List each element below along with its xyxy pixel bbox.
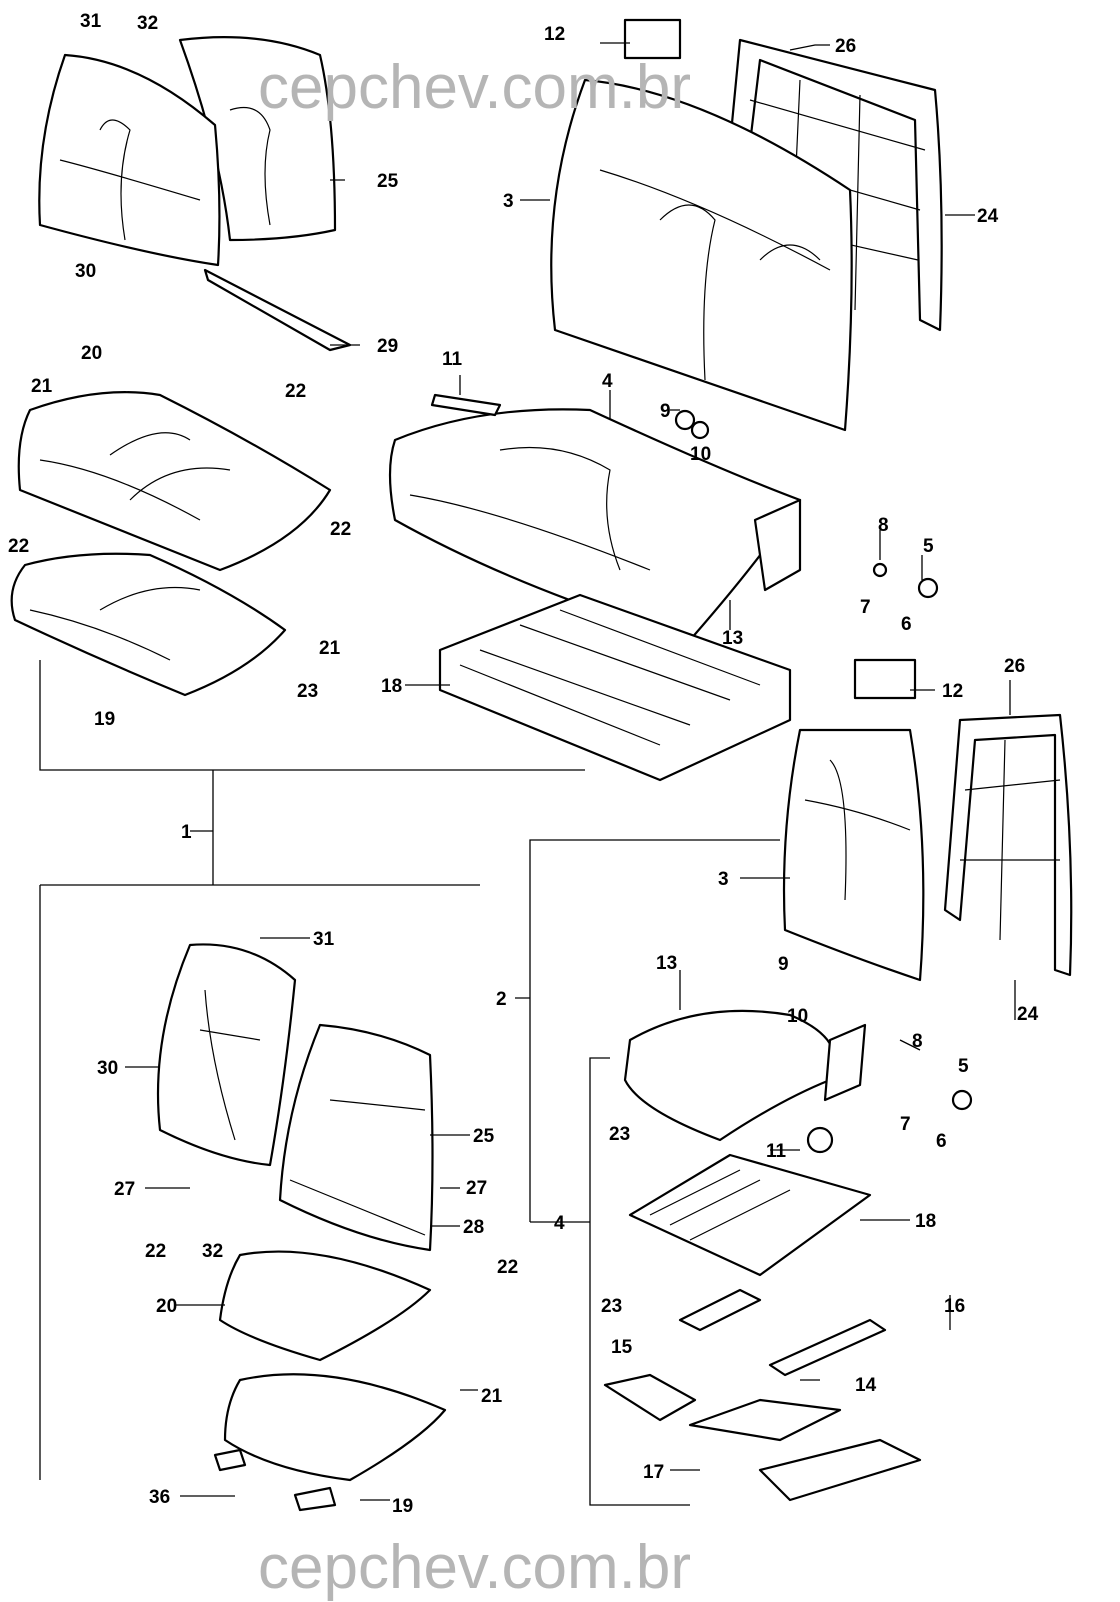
callout: 8: [878, 515, 889, 536]
callout: 11: [766, 1141, 787, 1162]
callout: 26: [835, 36, 856, 57]
callout: 21: [319, 638, 341, 659]
callout: 22: [8, 536, 29, 557]
callout: 22: [145, 1241, 166, 1262]
callout: 30: [97, 1058, 118, 1079]
callout: 1: [181, 822, 192, 843]
callout: 32: [137, 13, 158, 34]
top-left-cushions: [10, 391, 332, 697]
callout: 7: [860, 597, 871, 618]
callout: 23: [601, 1296, 622, 1317]
callout: 9: [778, 954, 789, 975]
callout: 21: [31, 376, 53, 397]
callout: 3: [718, 869, 729, 890]
callout: 4: [602, 371, 613, 392]
bottom-right-seat-assembly: [603, 658, 1073, 1502]
top-right-bench-assembly: [388, 18, 943, 782]
callout: 28: [463, 1217, 484, 1238]
watermark: cepchev.com.br cepchev.com.br: [258, 53, 691, 1602]
callout: 27: [114, 1179, 135, 1200]
callout: 6: [901, 614, 912, 635]
callout: 7: [900, 1114, 911, 1135]
callout: 6: [936, 1131, 947, 1152]
svg-text:cepchev.com.br: cepchev.com.br: [258, 1533, 691, 1602]
callout: 12: [544, 24, 565, 45]
callout: 19: [392, 1496, 413, 1517]
callout: 16: [944, 1296, 965, 1317]
callout: 20: [81, 343, 102, 364]
callout: 22: [497, 1257, 518, 1278]
callout: 3: [503, 191, 514, 212]
callout: 11: [442, 349, 463, 370]
callout: 31: [80, 11, 102, 32]
callout: 23: [609, 1124, 630, 1145]
callout: 31: [313, 929, 335, 950]
callout: 23: [297, 681, 318, 702]
callout: 21: [481, 1386, 503, 1407]
callout: 24: [977, 206, 999, 227]
callout: 5: [958, 1056, 969, 1077]
callout: 36: [149, 1487, 170, 1508]
callout: 24: [1017, 1004, 1039, 1025]
callout: 18: [381, 676, 402, 697]
callout: 8: [912, 1031, 923, 1052]
callout-labels: 31 32 25 30 29 20 21 22 22 22 21 19 23 1…: [8, 11, 1039, 1517]
callout: 20: [156, 1296, 177, 1317]
callout: 29: [377, 336, 398, 357]
group-brackets: [39, 660, 780, 1506]
callout: 22: [330, 519, 351, 540]
callout: 25: [473, 1126, 495, 1147]
callout: 12: [942, 681, 963, 702]
callout: 17: [643, 1462, 664, 1483]
callout: 14: [855, 1375, 877, 1396]
callout: 26: [1004, 656, 1025, 677]
callout: 19: [94, 709, 115, 730]
callout: 25: [377, 171, 399, 192]
leader-lines: [125, 42, 1016, 1501]
callout: 10: [690, 444, 711, 465]
callout: 27: [466, 1178, 487, 1199]
callout: 9: [660, 401, 671, 422]
callout: 4: [554, 1213, 565, 1234]
callout: 13: [722, 628, 743, 649]
svg-text:cepchev.com.br: cepchev.com.br: [258, 53, 691, 122]
callout: 2: [496, 989, 507, 1010]
callout: 15: [611, 1337, 633, 1358]
callout: 18: [915, 1211, 936, 1232]
bottom-left-seats: [156, 943, 447, 1512]
callout: 13: [656, 953, 677, 974]
callout: 32: [202, 1241, 223, 1262]
top-left-backrests: [38, 36, 352, 352]
callout: 10: [787, 1006, 808, 1027]
callout: 22: [285, 381, 306, 402]
callout: 30: [75, 261, 96, 282]
callout: 5: [923, 536, 934, 557]
